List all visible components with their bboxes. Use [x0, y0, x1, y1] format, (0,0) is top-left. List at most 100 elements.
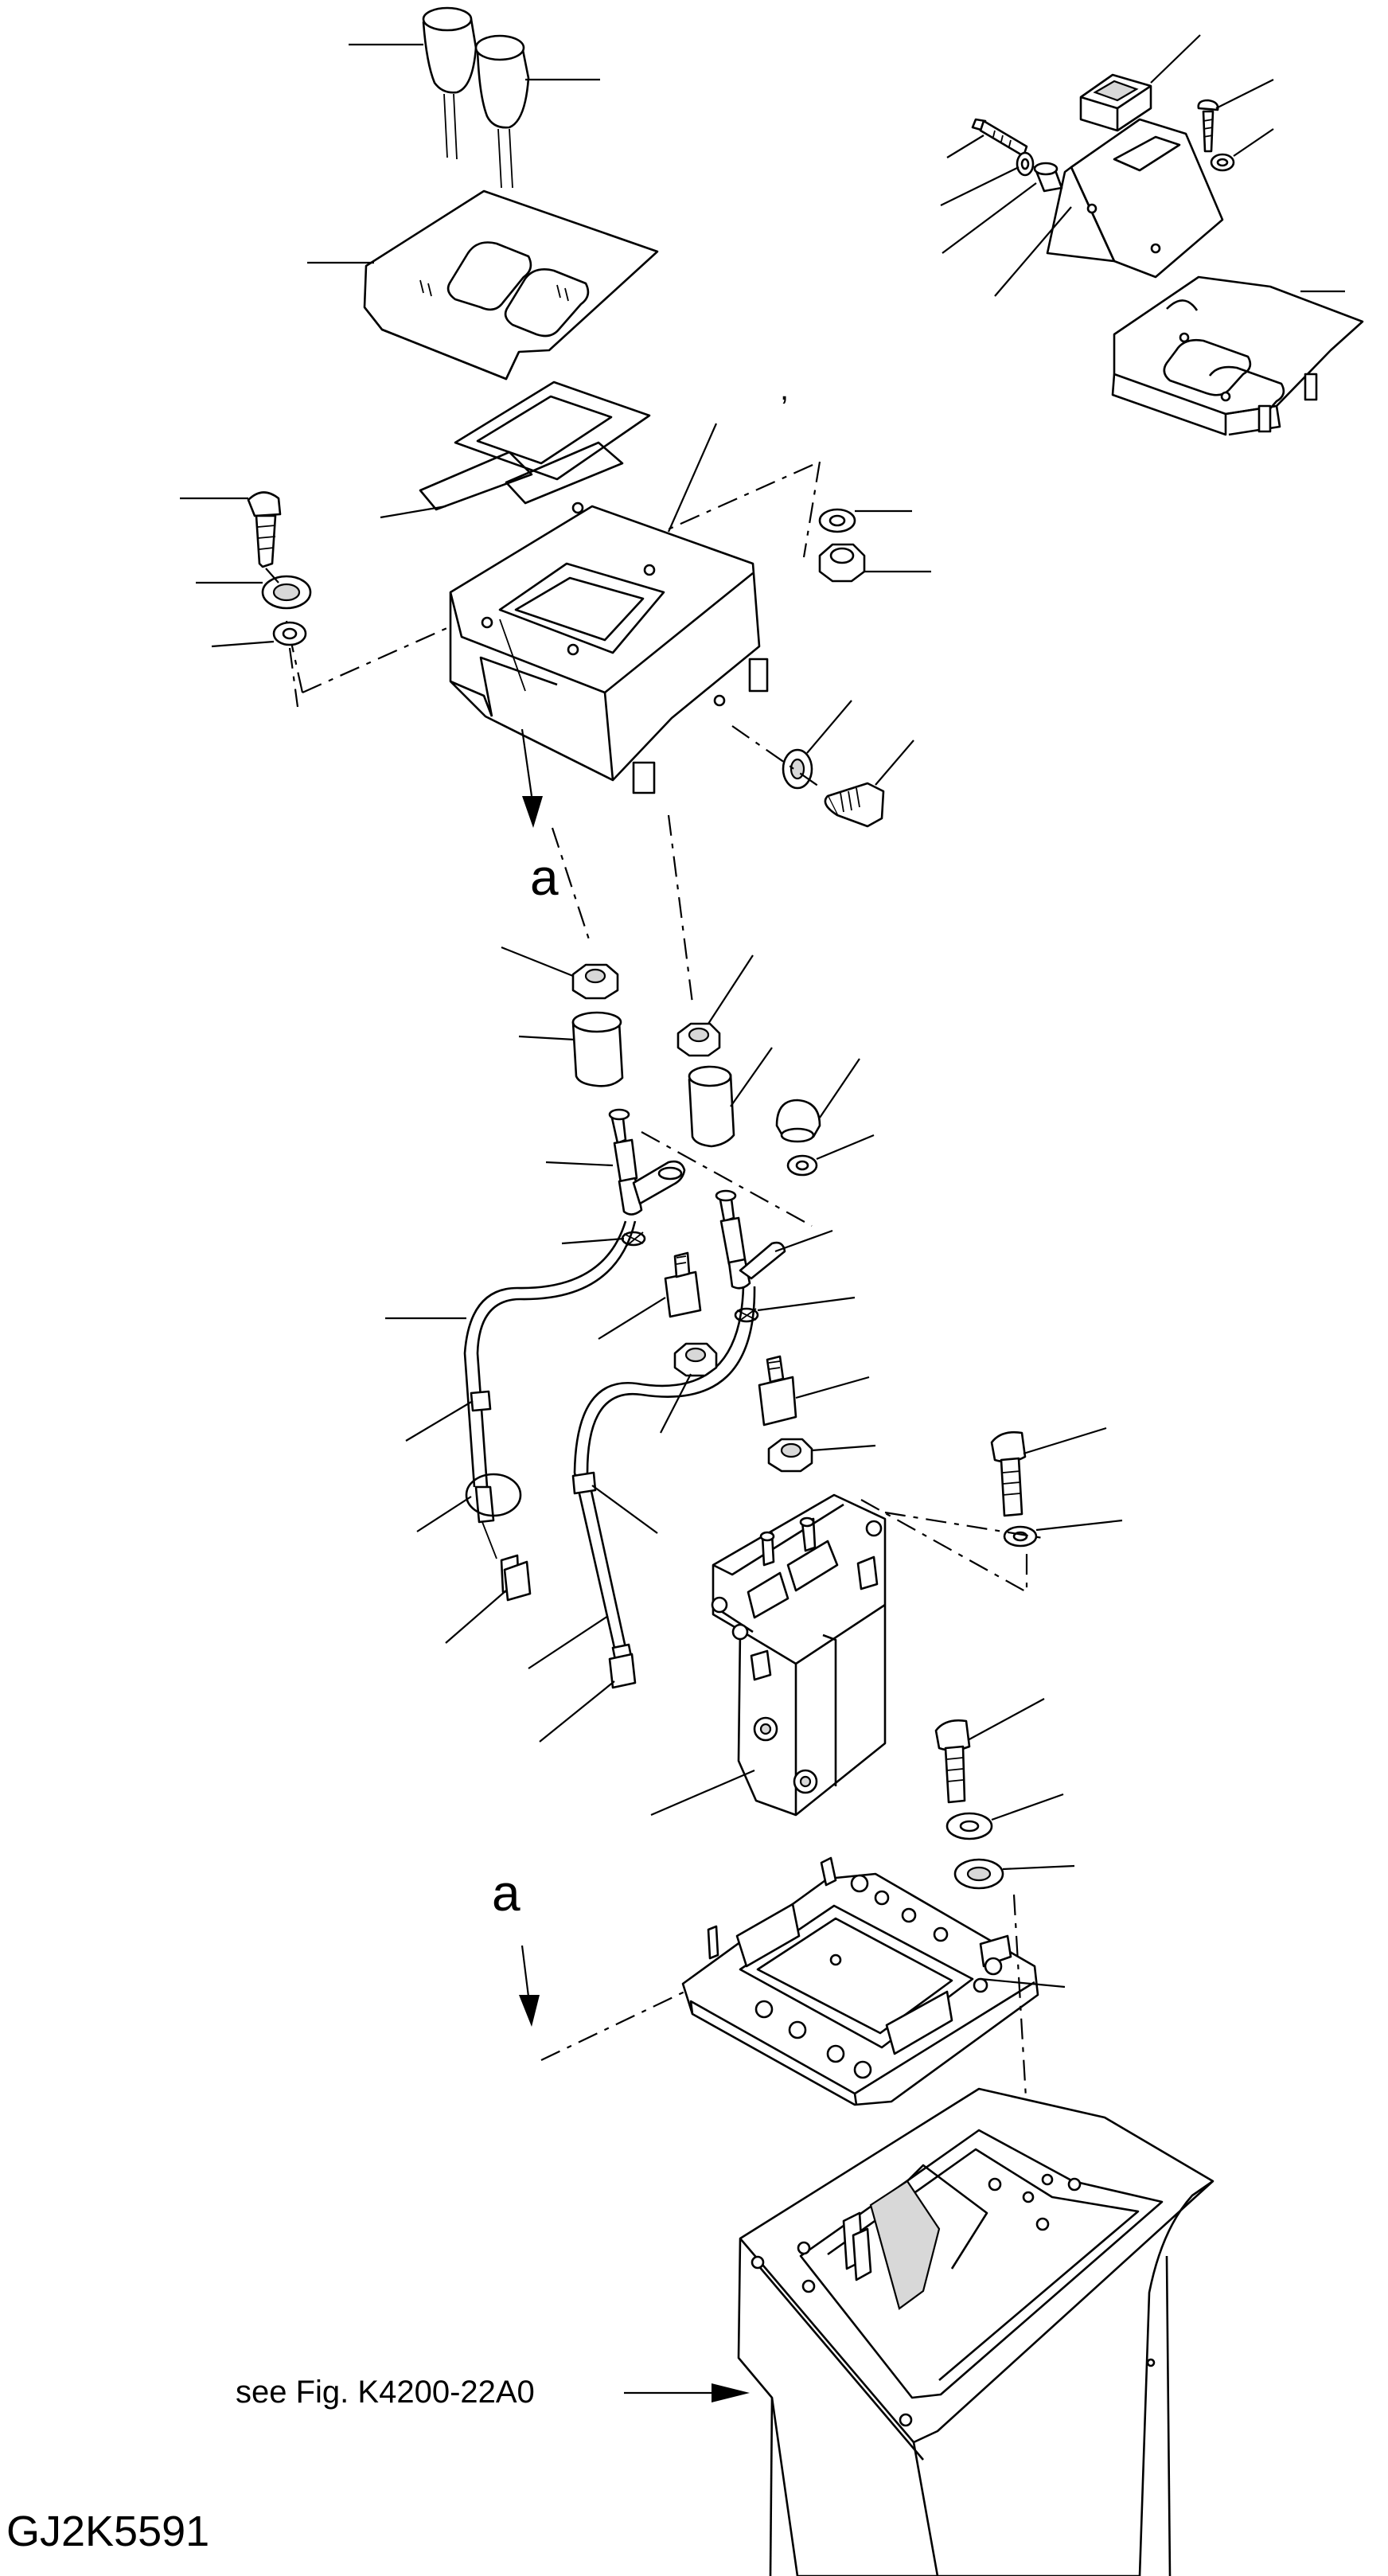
view-marker-label-bottom: a: [492, 1864, 520, 1922]
leader-line: [561, 1237, 625, 1245]
centerline: [802, 461, 821, 558]
leader-line: [774, 1229, 833, 1253]
leader-line: [708, 954, 754, 1025]
switch-bracket: [1046, 118, 1224, 279]
centerline: [860, 1499, 1028, 1594]
view-arrow-a-bottom: [519, 1945, 540, 2027]
washer-small: [786, 1154, 818, 1177]
leader-line: [660, 1373, 692, 1434]
leader-line: [598, 1297, 666, 1340]
lever-shaft-left: [608, 1108, 686, 1216]
console-housing: [737, 2087, 1214, 2576]
screw: [1197, 99, 1219, 153]
flat-washer-right: [818, 508, 856, 533]
washer: [1210, 153, 1235, 172]
lock-washer-left: [261, 575, 312, 610]
limit-switch-right: [758, 1355, 797, 1427]
leader-line: [501, 946, 574, 978]
flat-washer-left: [272, 621, 307, 646]
leader-line: [967, 1698, 1045, 1741]
nut-plunger-right: [676, 1022, 721, 1057]
reference-callout: see Fig. K4200-22A0: [236, 2375, 750, 2410]
leader-line: [1215, 79, 1274, 109]
cable-clamp-left: [621, 1231, 646, 1247]
leader-line: [1233, 128, 1274, 157]
leader-line: [811, 1444, 876, 1452]
leader-line: [667, 423, 718, 533]
washer-mid-right: [1003, 1525, 1038, 1548]
view-arrow-a-top: [520, 728, 543, 828]
centerline: [667, 814, 694, 1004]
leader-line: [1150, 34, 1201, 84]
reference-note: see Fig. K4200-22A0: [236, 2375, 535, 2410]
leader-line: [819, 1058, 860, 1118]
connector-right: [608, 1653, 637, 1689]
leader-line: [528, 1615, 609, 1669]
plunger-left: [571, 1011, 624, 1087]
lever-knob-left: [422, 6, 478, 160]
leader-line: [518, 1035, 575, 1041]
lever-cover-plate: [363, 189, 659, 381]
drawing-id: GJ2K5591: [6, 2508, 209, 2555]
leader-line: [806, 700, 852, 754]
limit-switch-left: [664, 1251, 702, 1318]
centerline: [551, 827, 591, 940]
leader-line: [1002, 1864, 1075, 1871]
leader-line: [591, 1485, 658, 1534]
lever-knob-right: [474, 34, 530, 189]
centerline: [302, 460, 821, 694]
bolt-lower-right: [934, 1719, 971, 1804]
switch: [1079, 73, 1152, 132]
leader-line: [757, 1296, 856, 1312]
nut-lower: [767, 1438, 813, 1473]
leader-line: [946, 135, 984, 158]
leader-line: [730, 1047, 773, 1107]
centerline: [641, 1131, 813, 1227]
centerline: [288, 647, 299, 708]
plunger-right: [688, 1065, 735, 1148]
leader-line: [545, 1161, 614, 1167]
nut-right: [818, 543, 866, 583]
bolt-front: [824, 782, 885, 828]
lever-bracket: [449, 502, 769, 794]
leader-line: [416, 1496, 472, 1532]
leader-line: [940, 166, 1020, 206]
leader-line: [816, 1134, 875, 1161]
view-marker-label: a: [530, 849, 559, 906]
nut-plunger-left: [571, 963, 619, 1000]
cable-harness-left: [463, 1220, 637, 1594]
bolt-mid-right: [990, 1430, 1027, 1517]
leader-line: [994, 206, 1072, 297]
centerline: [731, 725, 822, 789]
lock-washer-front: [782, 748, 813, 790]
leader-line: [445, 1590, 507, 1644]
leader-line: [942, 182, 1037, 254]
stray-mark: ,: [780, 372, 789, 407]
leader-line: [991, 1793, 1064, 1821]
grommet-lower-right: [953, 1858, 1004, 1890]
leader-line: [380, 505, 446, 519]
dust-cap: [775, 1099, 821, 1143]
spacer: [1033, 162, 1063, 193]
leader-line: [1035, 1519, 1123, 1532]
leader-line: [211, 640, 275, 648]
leader-line: [650, 1769, 755, 1817]
leader-line: [405, 1400, 474, 1442]
cable-tie: [465, 1473, 522, 1517]
lever-shaft-right: [715, 1189, 786, 1290]
washer-lower-right: [945, 1812, 993, 1840]
bolt-left: [247, 491, 282, 568]
connector-left: [503, 1560, 532, 1602]
leader-line: [539, 1680, 615, 1743]
leader-line: [1023, 1427, 1107, 1455]
leader-line: [875, 740, 914, 786]
leader-line: [795, 1376, 870, 1399]
lock-washer: [1016, 151, 1035, 177]
lever-boot-seals: [419, 381, 651, 511]
mounting-plate: [681, 1856, 1039, 2106]
cover-plate-right: [1111, 275, 1364, 436]
centerline: [265, 568, 279, 584]
pilot-valve: [711, 1493, 887, 1817]
nut-middle: [673, 1342, 718, 1377]
